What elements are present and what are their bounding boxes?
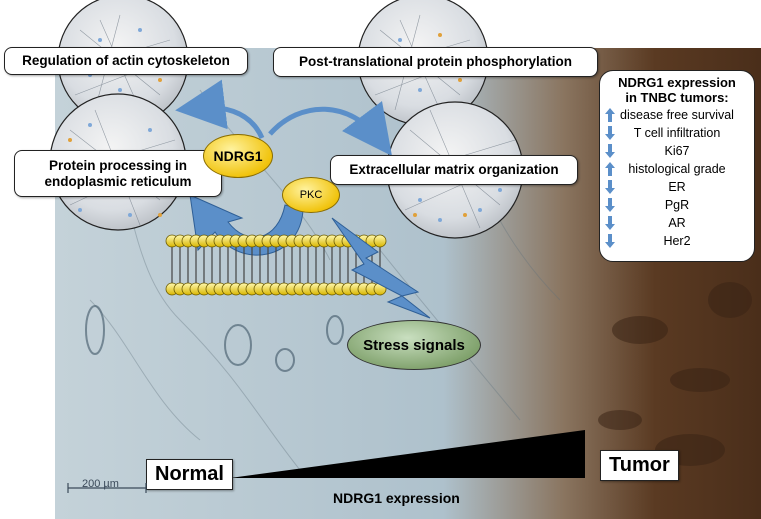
arrow-down-icon — [605, 143, 615, 158]
label-protein-processing: Protein processing in endoplasmic reticu… — [14, 150, 222, 197]
scale-label: 200 µm — [82, 478, 119, 490]
panel-item: T cell infiltration — [604, 124, 750, 142]
panel-item: PgR — [604, 196, 750, 214]
panel-title: NDRG1 expression in TNBC tumors: — [618, 75, 736, 105]
membrane-bilayer — [165, 234, 387, 296]
panel-item: AR — [604, 214, 750, 232]
lipid-head — [373, 234, 387, 248]
arrow-down-icon — [605, 179, 615, 194]
pkc-node: PKC — [282, 177, 340, 213]
arrow-to-actin — [175, 79, 265, 140]
arrow-down-icon — [605, 125, 615, 140]
panel-item-label: histological grade — [628, 161, 726, 176]
label-normal: Normal — [146, 459, 233, 490]
arrow-up-icon — [605, 107, 615, 122]
panel-list: disease free survival T cell infiltration… — [604, 106, 750, 250]
label-actin-cytoskeleton: Regulation of actin cytoskeleton — [4, 47, 248, 75]
panel-item-label: T cell infiltration — [633, 125, 721, 140]
arrow-down-icon — [605, 215, 615, 230]
arrow-down-icon — [605, 233, 615, 248]
panel-item-label: Her2 — [663, 233, 691, 248]
label-post-translational: Post-translational protein phosphorylati… — [273, 47, 598, 77]
panel-item: Her2 — [604, 232, 750, 250]
ndrg1-node: NDRG1 — [203, 134, 273, 178]
stress-signals-node: Stress signals — [347, 320, 481, 370]
panel-item: ER — [604, 178, 750, 196]
scale-bar — [67, 483, 147, 493]
arrow-down-icon — [605, 197, 615, 212]
label-expression-caption: NDRG1 expression — [333, 490, 460, 506]
panel-item: Ki67 — [604, 142, 750, 160]
stress-bolt — [331, 217, 431, 319]
panel-item: disease free survival — [604, 106, 750, 124]
expression-wedge — [230, 430, 585, 478]
panel-item-label: disease free survival — [620, 107, 734, 122]
panel-item-label: Ki67 — [664, 143, 690, 158]
arrow-up-icon — [605, 161, 615, 176]
panel-item-label: AR — [668, 215, 686, 230]
panel-item-label: ER — [668, 179, 686, 194]
panel-item-label: PgR — [664, 197, 690, 212]
label-extracellular-matrix: Extracellular matrix organization — [330, 155, 578, 185]
label-tumor: Tumor — [600, 450, 679, 481]
panel-item: histological grade — [604, 160, 750, 178]
tnbc-panel: NDRG1 expression in TNBC tumors: disease… — [599, 70, 755, 262]
arrow-to-ecm — [268, 100, 393, 156]
